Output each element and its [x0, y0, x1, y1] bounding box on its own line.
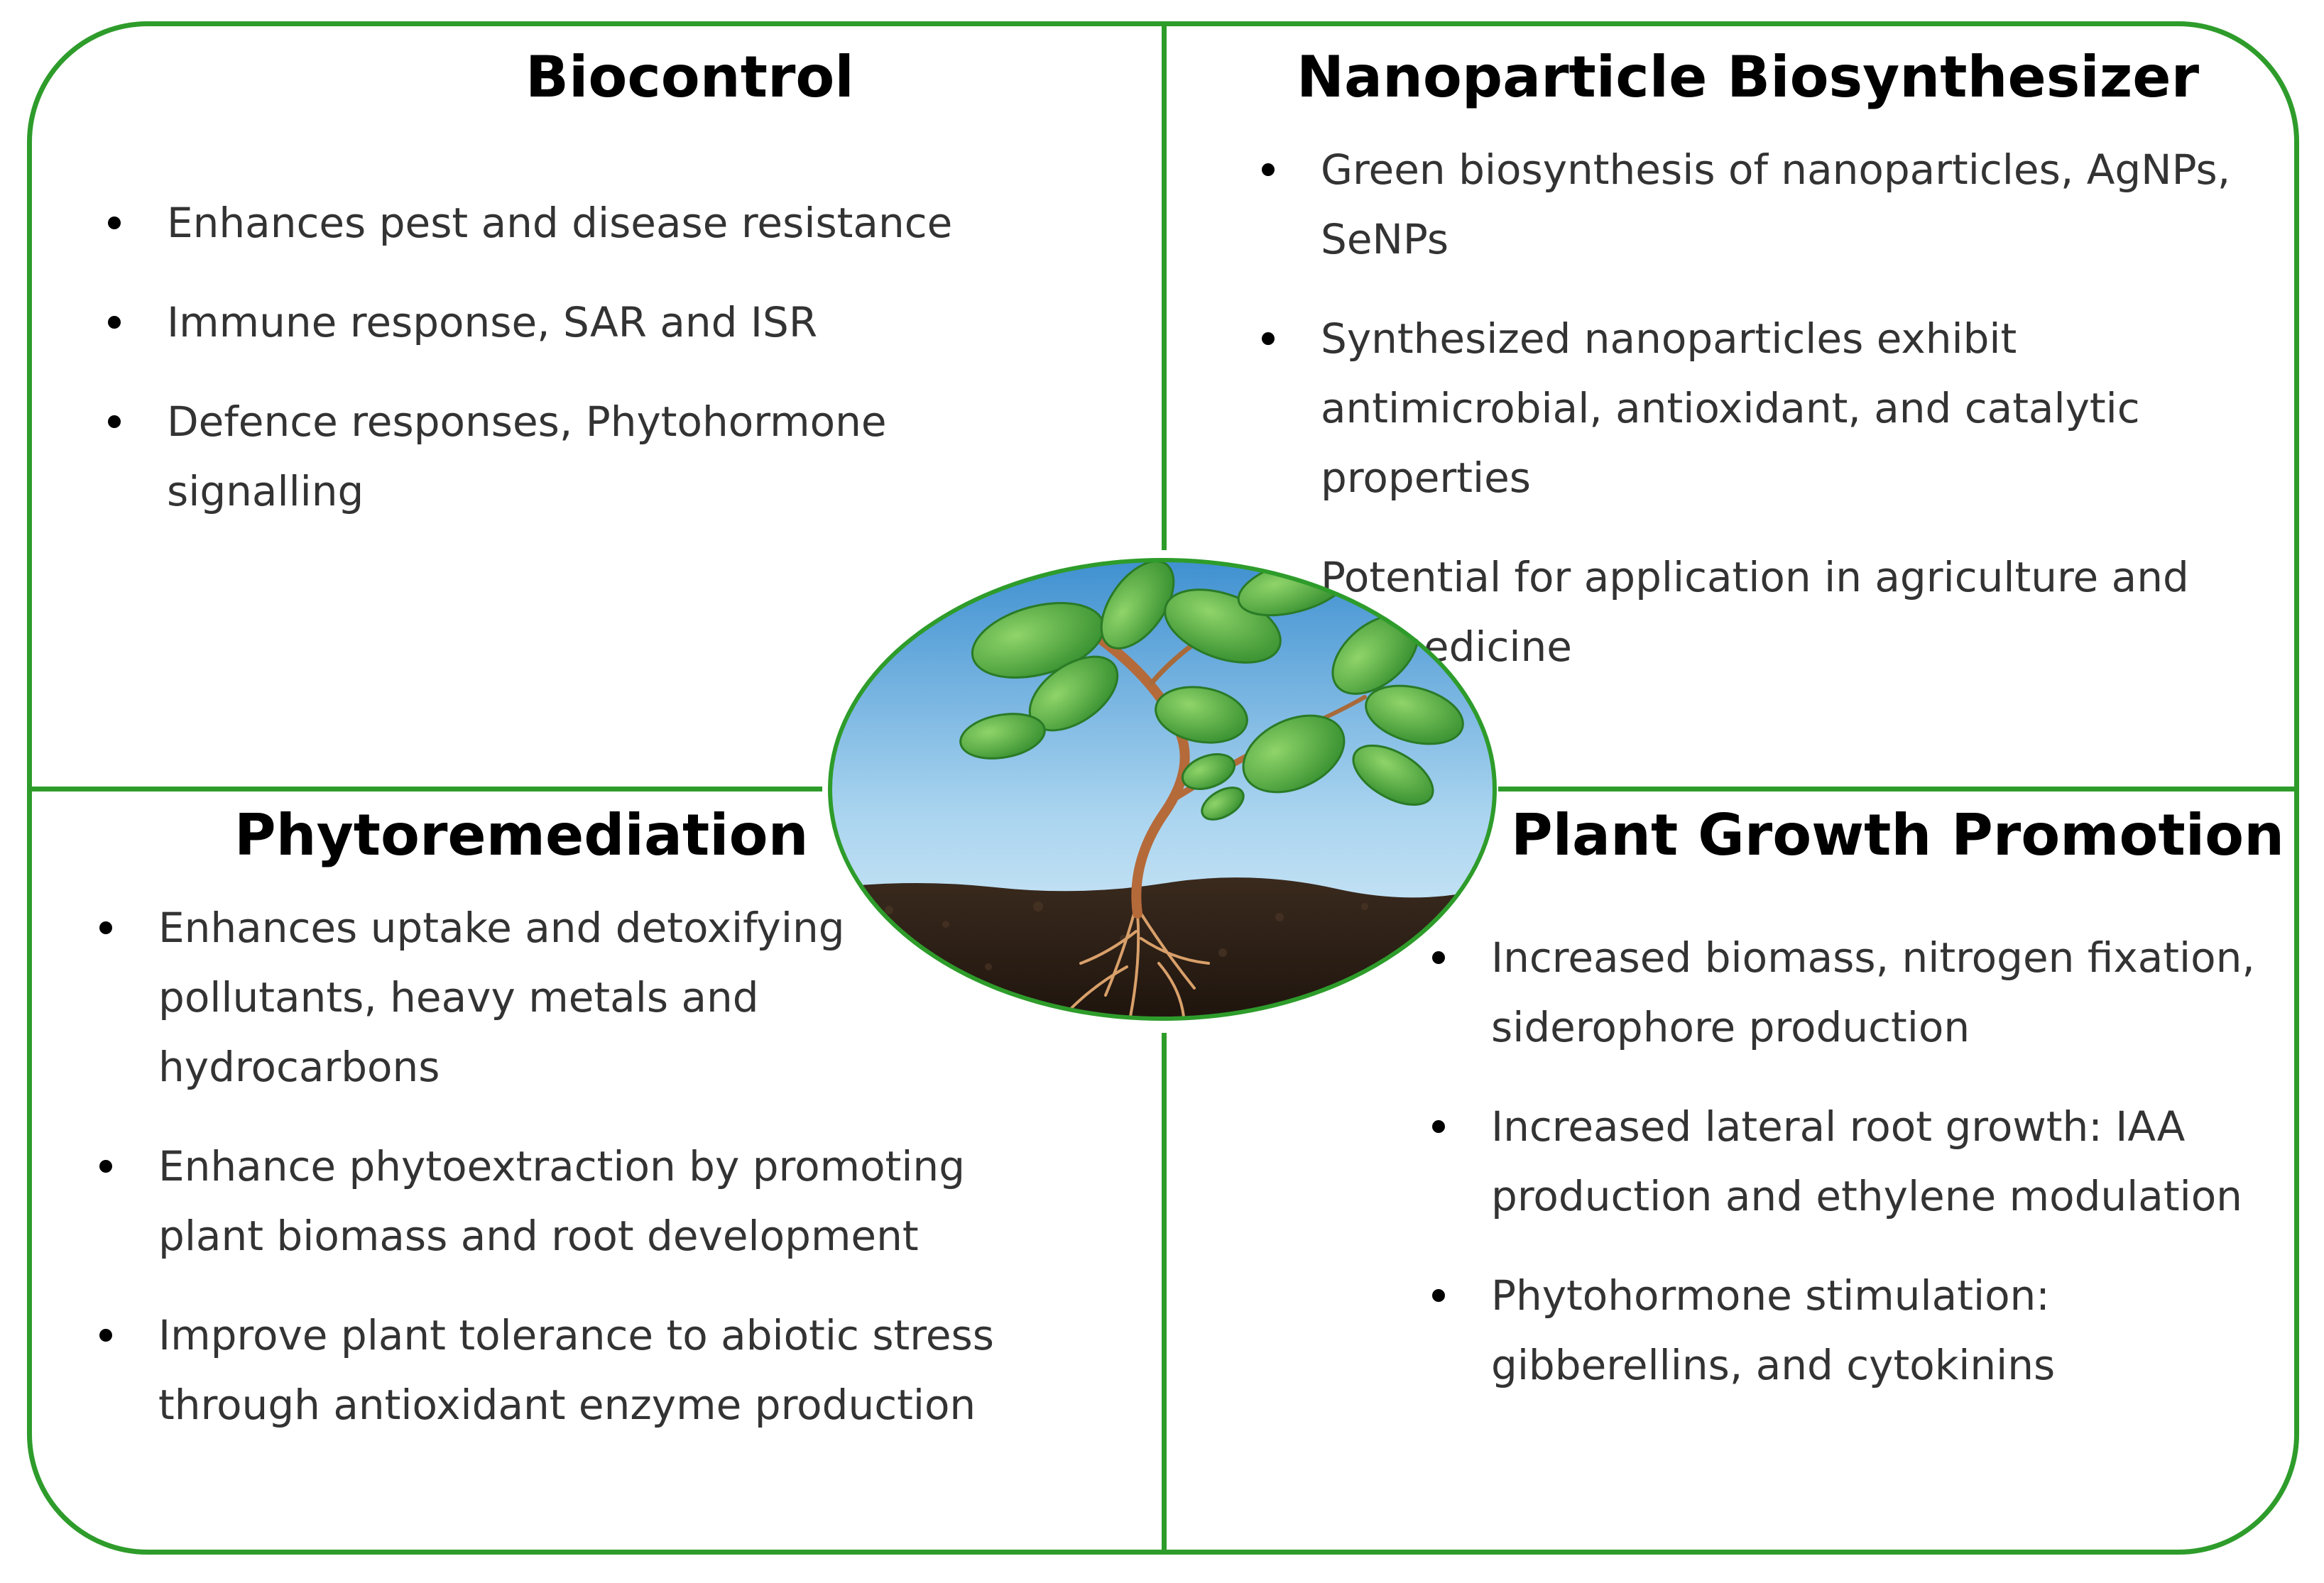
- horizontal-divider-right: [1498, 787, 2299, 792]
- phytoremediation-title: Phytoremediation: [234, 802, 809, 868]
- vertical-divider-bottom: [1162, 1033, 1167, 1555]
- list-item: Increased lateral root growth: IAA produ…: [1424, 1092, 2290, 1231]
- plant-growth-title: Plant Growth Promotion: [1511, 802, 2285, 868]
- list-item: Synthesized nanoparticles exhibit antimi…: [1253, 304, 2297, 513]
- plant-growth-list: Increased biomass, nitrogen fixation, si…: [1424, 923, 2290, 1430]
- biocontrol-list: Enhances pest and disease resistance Imm…: [99, 188, 1093, 556]
- list-item: Defence responses, Phytohormone signalli…: [99, 387, 934, 526]
- list-item: Green biosynthesis of nanoparticles, AgN…: [1253, 135, 2258, 274]
- list-item: Enhance phytoextraction by promoting pla…: [91, 1132, 1025, 1271]
- list-item: Enhances pest and disease resistance: [99, 188, 1093, 258]
- nanoparticle-title: Nanoparticle Biosynthesizer: [1297, 44, 2200, 110]
- nanoparticle-list: Green biosynthesis of nanoparticles, AgN…: [1253, 135, 2297, 711]
- list-item: Increased biomass, nitrogen fixation, si…: [1424, 923, 2290, 1062]
- horizontal-divider-left: [27, 787, 822, 792]
- phytoremediation-list: Enhances uptake and detoxifying pollutan…: [91, 893, 1106, 1469]
- seedling-in-soil-icon: [828, 558, 1497, 1021]
- list-item: Improve plant tolerance to abiotic stres…: [91, 1300, 1106, 1440]
- list-item: Immune response, SAR and ISR: [99, 287, 1093, 357]
- list-item: Phytohormone stimulation: gibberellins, …: [1424, 1261, 2130, 1400]
- list-item: Enhances uptake and detoxifying pollutan…: [91, 893, 890, 1102]
- biocontrol-title: Biocontrol: [525, 44, 854, 110]
- vertical-divider-top: [1162, 21, 1167, 550]
